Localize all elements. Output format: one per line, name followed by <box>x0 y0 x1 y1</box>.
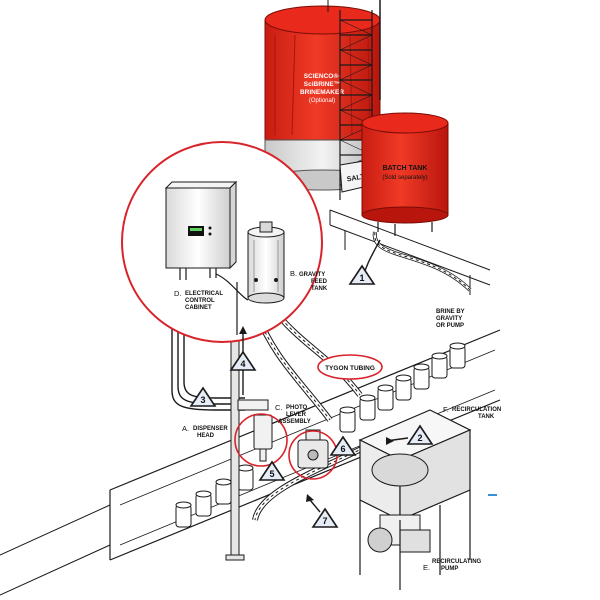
electrical-control-cabinet <box>164 180 238 280</box>
step-5-label: 5 <box>269 469 274 479</box>
recirculation-tank-letter: F. <box>443 405 449 414</box>
step-4-label: 4 <box>240 359 245 369</box>
recirculating-pump-line1: RECIRCULATING <box>432 559 482 565</box>
brine-by-gravity-line3: OR PUMP <box>436 323 464 329</box>
label-recirculating-pump: E. RECIRCULATING PUMP <box>423 559 482 572</box>
gravity-feed-line2: FEED <box>311 279 328 285</box>
photo-lever-line1: PHOTO <box>286 405 308 411</box>
bottle-row <box>175 342 466 528</box>
tygon-tubing-callout: TYGON TUBING <box>317 354 383 380</box>
gravity-feed-line1: GRAVITY <box>299 272 325 278</box>
photo-lever-letter: C. <box>275 403 283 412</box>
brinemaker-label-line1: SCIENCO®- <box>304 72 341 80</box>
step-1-label: 1 <box>359 273 364 283</box>
bottle <box>359 394 376 421</box>
gravity-feed-letter: B. <box>290 269 297 278</box>
step-3-label: 3 <box>200 395 205 405</box>
bottle <box>215 478 232 505</box>
brine-by-gravity-line1: BRINE BY <box>436 309 465 315</box>
recirculating-pump-line2: PUMP <box>441 566 458 572</box>
label-brine-by-gravity: BRINE BY GRAVITY OR PUMP <box>436 309 465 329</box>
batch-tank-note: (Sold separately) <box>382 175 427 181</box>
electrical-cabinet-letter: D. <box>174 289 182 298</box>
gravity-feed-tank <box>247 221 285 304</box>
electrical-cabinet-line1: ELECTRICAL <box>185 291 223 297</box>
step-6-marker: 6 <box>329 435 357 456</box>
dispenser-head-line1: DISPENSER <box>193 426 228 432</box>
label-photo-lever-assembly: C. PHOTO LEVER ASSEMBLY <box>275 403 311 425</box>
zoom-callout <box>121 141 323 343</box>
step-2-label: 2 <box>417 433 422 443</box>
bottle <box>339 406 356 433</box>
photo-lever-line3: ASSEMBLY <box>278 419 311 425</box>
gravity-feed-line3: TANK <box>311 286 328 292</box>
recirculation-tank-line1: RECIRCULATION <box>452 407 501 413</box>
step-4-marker: 4 <box>229 326 257 395</box>
dispenser-callout-ring <box>234 413 288 467</box>
brinemaker-label-line2: SciBRINE™ <box>304 81 340 88</box>
electrical-cabinet-line2: CONTROL <box>185 298 215 304</box>
upper-conveyor <box>329 209 491 295</box>
bottle <box>431 352 448 379</box>
brine-by-gravity-line2: GRAVITY <box>436 316 462 322</box>
recirculating-pump <box>359 453 471 590</box>
dispenser-head-letter: A. <box>182 424 189 433</box>
dispenser-head-assembly <box>237 399 273 462</box>
bottle <box>395 374 412 401</box>
label-dispenser-head: A. DISPENSER HEAD <box>182 424 228 439</box>
photo-lever-assembly <box>297 429 329 469</box>
step-2-marker: 2 <box>385 424 434 445</box>
label-recirculation-tank: F. RECIRCULATION TANK <box>443 405 501 420</box>
brinemaker-note: (Optional) <box>309 98 335 104</box>
electrical-cabinet-line3: CABINET <box>185 305 212 311</box>
photo-lever-line2: LEVER <box>286 412 307 418</box>
bottle <box>175 501 192 528</box>
brinemaker-label-line3: BRINEMAKER <box>300 89 344 96</box>
step-7-marker: 7 <box>306 494 339 528</box>
recirculating-pump-letter: E. <box>423 563 430 572</box>
bottle <box>377 384 394 411</box>
bottle <box>413 363 430 390</box>
step-7-label: 7 <box>322 516 327 526</box>
label-gravity-feed-tank: B. GRAVITY FEED TANK <box>290 269 328 292</box>
step-6-label: 6 <box>340 444 345 454</box>
dispenser-head-line2: HEAD <box>197 433 215 439</box>
recirculation-tank-line2: TANK <box>478 414 495 420</box>
tygon-tubing-label: TYGON TUBING <box>325 365 375 372</box>
step-1-marker: 1 <box>348 239 381 285</box>
step-3-marker: 3 <box>189 386 217 407</box>
step-markers: 1 2 3 4 5 6 <box>189 239 434 528</box>
brine-line-from-batch <box>372 231 472 292</box>
batch-tank: BATCH TANK (Sold separately) <box>361 112 449 236</box>
electrical-cables <box>171 275 245 411</box>
label-electrical-control-cabinet: D. ELECTRICAL CONTROL CABINET <box>174 289 223 311</box>
batch-tank-label: BATCH TANK <box>383 165 428 172</box>
bottle <box>449 342 466 369</box>
salt-bag-label: SALT <box>346 173 365 183</box>
bottle <box>237 464 254 491</box>
step-5-marker: 5 <box>258 460 286 481</box>
bottle <box>195 490 212 517</box>
